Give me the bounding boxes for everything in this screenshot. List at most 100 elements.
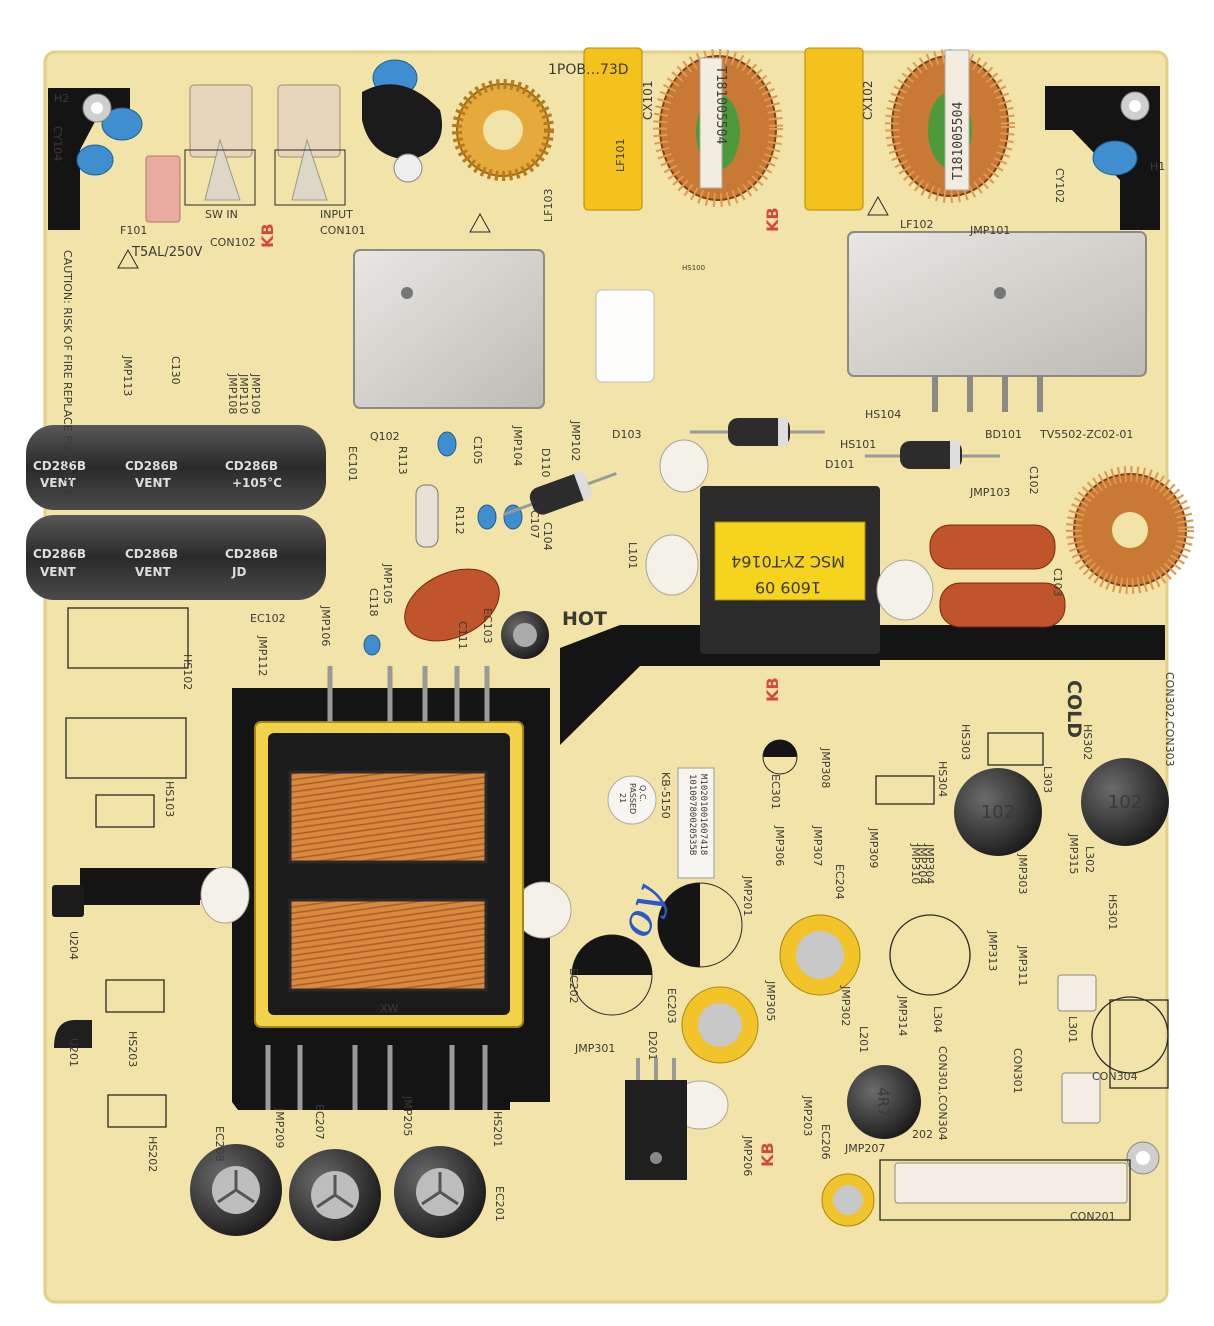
input-connectors bbox=[184, 84, 346, 206]
lbl-con301: CON301 bbox=[1011, 1048, 1024, 1094]
ecap2-code-b: CD286B bbox=[125, 547, 178, 561]
lbl-jmp204: JMP204 bbox=[916, 843, 929, 884]
lbl-hs301: HS301 bbox=[1106, 894, 1119, 930]
lbl-jmp209: JMP209 bbox=[273, 1107, 286, 1148]
ecap1-vent: VENT bbox=[40, 476, 77, 490]
lbl-l101: L101 bbox=[626, 542, 639, 569]
choke-lf101: T181005504 bbox=[653, 49, 783, 207]
lbl-hs101: HS101 bbox=[840, 438, 876, 451]
lbl-q102: Q102 bbox=[370, 430, 400, 443]
inductor-l302: 102 bbox=[1081, 758, 1169, 846]
thermistor bbox=[362, 84, 442, 160]
lbl-jmp303: JMP303 bbox=[1016, 853, 1029, 894]
serial-sticker: M10201001607418 10100780020535B KB-5150 bbox=[659, 767, 715, 879]
ecap1-code-b: CD286B bbox=[125, 459, 178, 473]
x-cap-cx102 bbox=[804, 47, 864, 211]
lbl-d101: D101 bbox=[825, 458, 854, 471]
warning-triangles bbox=[117, 195, 889, 269]
ecap1-temp: +105°C bbox=[232, 476, 282, 490]
inductor-l201: 4R7 bbox=[847, 1065, 921, 1139]
lbl-hs303: HS303 bbox=[959, 724, 972, 760]
lbl-d110: D110 bbox=[539, 448, 552, 477]
mosfet-d201 bbox=[625, 1058, 687, 1180]
lbl-l302: L302 bbox=[1083, 846, 1096, 873]
lbl-jmp205: JMP205 bbox=[401, 1095, 414, 1136]
hs-cutout bbox=[595, 289, 655, 383]
u201 bbox=[54, 1020, 92, 1048]
diode-d103 bbox=[690, 418, 825, 446]
lbl-jmp206: JMP206 bbox=[741, 1135, 754, 1176]
lbl-c111: C111 bbox=[456, 621, 469, 650]
mounting-holes bbox=[82, 91, 1160, 1175]
lbl-c103: C103 bbox=[1051, 568, 1064, 597]
lbl-u204: U204 bbox=[67, 931, 80, 960]
lbl-ec202: EC202 bbox=[567, 968, 580, 1004]
lbl-c130: C130 bbox=[169, 356, 182, 385]
ecap1-code-a: CD286B bbox=[33, 459, 86, 473]
lbl-jmp201: JMP201 bbox=[741, 875, 754, 916]
lbl-ec207: EC207 bbox=[313, 1104, 326, 1140]
cx102-label: CX102 bbox=[861, 80, 875, 120]
lbl-con102: CON102 bbox=[210, 236, 256, 249]
lbl-r202: 202 bbox=[912, 1128, 933, 1141]
l303-code: 102 bbox=[981, 802, 1015, 823]
lbl-input: INPUT bbox=[320, 208, 353, 221]
lbl-jmp108: JMP108 bbox=[226, 373, 239, 414]
silk-outlines bbox=[65, 607, 1169, 1221]
lbl-jmp101: JMP101 bbox=[969, 224, 1010, 237]
lbl-hs100: HS100 bbox=[682, 264, 705, 272]
lbl-jmp112: JMP112 bbox=[256, 635, 269, 676]
serial-model: KB-5150 bbox=[659, 772, 672, 819]
kb-mark-4: KB bbox=[758, 1142, 777, 1167]
diode-d101 bbox=[865, 441, 1000, 469]
kb-mark-2: KB bbox=[763, 207, 782, 232]
l302-code: 102 bbox=[1108, 792, 1142, 813]
lbl-con304: CON304 bbox=[1092, 1070, 1138, 1083]
output-connectors bbox=[894, 974, 1128, 1204]
lbl-con302: CON302,CON303 bbox=[1163, 672, 1176, 767]
lbl-ec203: EC203 bbox=[665, 988, 678, 1024]
l201-code: 4R7 bbox=[874, 1087, 892, 1117]
heatsink-primary bbox=[353, 249, 545, 409]
ecap1-code-c: CD286B bbox=[225, 459, 278, 473]
qc-line1: Q.C. bbox=[638, 785, 647, 802]
lbl-con101: CON101 bbox=[320, 224, 366, 237]
lbl-lf103: LF103 bbox=[542, 189, 555, 222]
ecap2-code-c: CD286B bbox=[225, 547, 278, 561]
lbl-con201: CON201 bbox=[1070, 1210, 1116, 1223]
lbl-jmp314: JMP314 bbox=[896, 995, 909, 1036]
lbl-l304: L304 bbox=[931, 1006, 944, 1033]
small-tx-line1: MSC ZY-T0164 bbox=[731, 552, 845, 571]
lbl-ec201: EC201 bbox=[493, 1186, 506, 1222]
cx101-label: CX101 bbox=[641, 80, 655, 120]
lbl-d201: D201 bbox=[646, 1031, 659, 1060]
heatsink-bridge bbox=[847, 231, 1147, 377]
lbl-jmp106: JMP106 bbox=[319, 605, 332, 646]
serial-line1: M10201001607418 bbox=[698, 774, 708, 855]
lbl-jmp313: JMP313 bbox=[986, 930, 999, 971]
lbl-c105: C105 bbox=[471, 436, 484, 465]
film-cap-c111 bbox=[404, 568, 500, 642]
lbl-f101: F101 bbox=[120, 224, 147, 237]
lbl-c104: C104 bbox=[541, 522, 554, 551]
lbl-jmp203: JMP203 bbox=[801, 1095, 814, 1136]
choke-lf102: T181005504 bbox=[885, 49, 1015, 203]
lbl-h2: H2 bbox=[54, 92, 69, 105]
lbl-jmp315: JMP315 bbox=[1067, 833, 1080, 874]
qc-sticker: Q.C. PASSED 21 bbox=[607, 775, 657, 825]
lbl-hs103: HS103 bbox=[163, 781, 176, 817]
lbl-hs202: HS202 bbox=[146, 1136, 159, 1172]
lbl-hs203: HS203 bbox=[126, 1031, 139, 1067]
transformer-main: XW bbox=[254, 721, 524, 1028]
lbl-jmp103: JMP103 bbox=[969, 486, 1010, 499]
lbl-hs304: HS304 bbox=[936, 761, 949, 797]
yellow-ecaps bbox=[681, 914, 875, 1227]
lbl-l201: L201 bbox=[857, 1026, 870, 1053]
lbl-jmp105: JMP105 bbox=[381, 563, 394, 604]
lbl-jmp207: JMP207 bbox=[844, 1142, 885, 1155]
lbl-c107: C107 bbox=[528, 510, 541, 539]
kb-mark-3: KB bbox=[763, 677, 782, 702]
toroid-lf103 bbox=[452, 79, 554, 181]
kb-mark-1: KB bbox=[258, 223, 277, 248]
